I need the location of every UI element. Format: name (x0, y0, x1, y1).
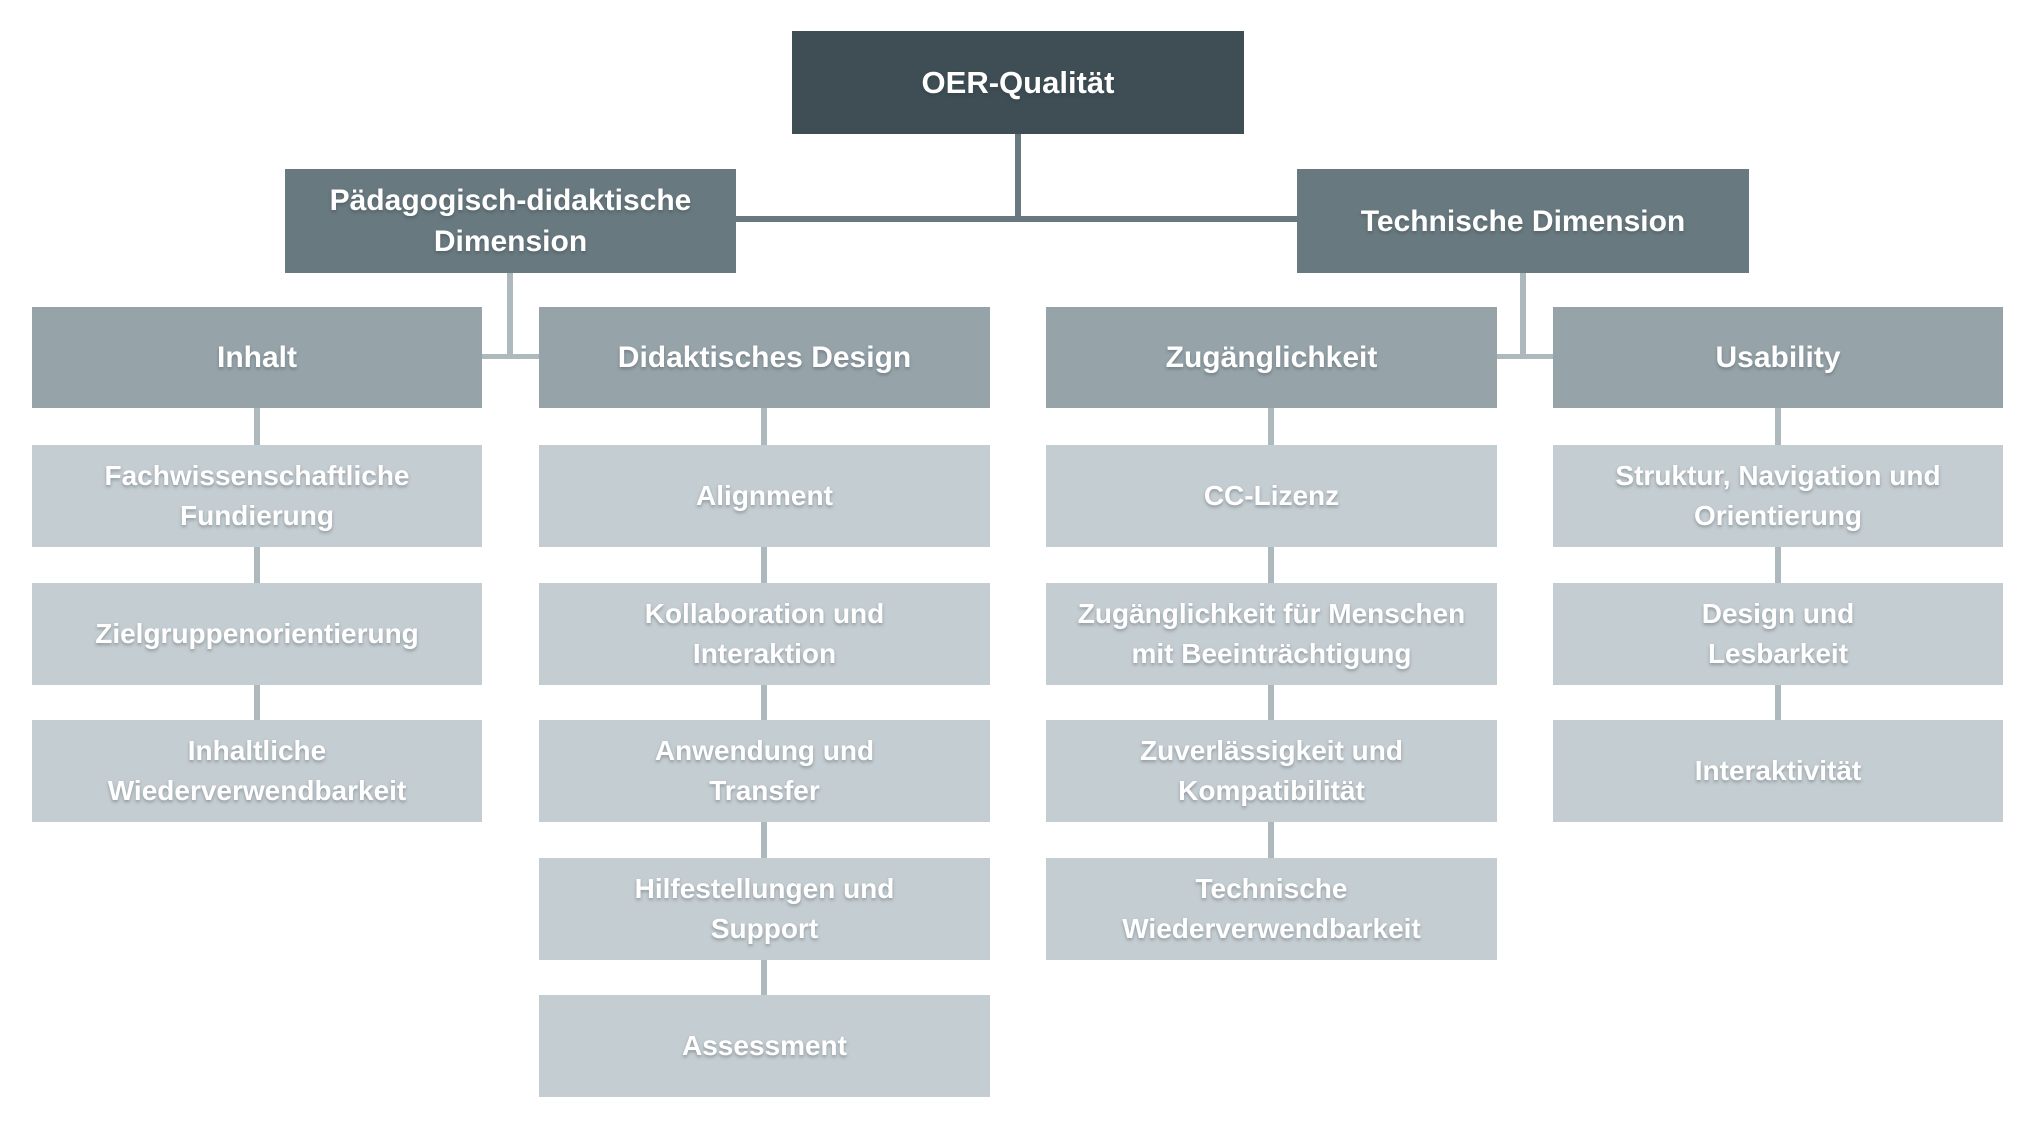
connector (254, 547, 260, 583)
node-design-und-lesbarkeit: Design und Lesbarkeit (1553, 583, 2003, 685)
node-anwendung-und-transfer: Anwendung und Transfer (539, 720, 990, 822)
node-struktur-navigation-und-orientierung: Struktur, Navigation und Orientierung (1553, 445, 2003, 547)
connector (1268, 822, 1274, 858)
node-label: CC-Lizenz (1203, 480, 1340, 511)
connector-dim2-stub (1497, 354, 1553, 359)
node-label: OER-Qualität (921, 64, 1115, 100)
connector-root-vertical (1015, 134, 1021, 219)
node-assessment: Assessment (539, 995, 990, 1097)
node-interaktivitaet: Interaktivität (1553, 720, 2003, 822)
node-label: Inhalt (217, 341, 297, 374)
node-label: Fachwissenschaftliche Fundierung (104, 460, 410, 531)
node-label: Pädagogisch-didaktische Dimension (329, 184, 692, 258)
connector (761, 408, 767, 445)
node-label: Didaktisches Design (617, 341, 912, 374)
connector (761, 685, 767, 720)
connector-dim2-vertical (1520, 273, 1526, 358)
node-usability: Usability (1553, 307, 2003, 408)
node-label: Struktur, Navigation und Orientierung (1615, 460, 1941, 531)
connector (254, 685, 260, 720)
node-label: Inhaltliche Wiederverwendbarkeit (107, 735, 407, 806)
node-label: Anwendung und Transfer (654, 735, 875, 806)
node-zugaenglichkeit: Zugänglichkeit (1046, 307, 1497, 408)
connector (761, 960, 767, 995)
node-fachwissenschaftliche-fundierung: Fachwissenschaftliche Fundierung (32, 445, 482, 547)
connector (761, 547, 767, 583)
node-label: Zuverlässigkeit und Kompatibilität (1140, 735, 1403, 806)
node-hilfestellungen-und-support: Hilfestellungen und Support (539, 858, 990, 960)
node-technische-wiederverwendbarkeit: Technische Wiederverwendbarkeit (1046, 858, 1497, 960)
node-label: Technische Dimension (1360, 204, 1686, 238)
node-zielgruppenorientierung: Zielgruppenorientierung (32, 583, 482, 685)
node-label: Usability (1715, 341, 1841, 374)
node-technische-dimension: Technische Dimension (1297, 169, 1749, 273)
connector (1775, 685, 1781, 720)
node-inhalt: Inhalt (32, 307, 482, 408)
node-zuverlaessigkeit-und-kompatibilitaet: Zuverlässigkeit und Kompatibilität (1046, 720, 1497, 822)
connector-dim1-stub (482, 354, 539, 359)
node-cc-lizenz: CC-Lizenz (1046, 445, 1497, 547)
node-label: Kollaboration und Interaktion (644, 598, 885, 669)
connector-dim1-vertical (507, 273, 513, 358)
connector (1775, 547, 1781, 583)
node-label: Design und Lesbarkeit (1701, 598, 1855, 669)
node-paedagogisch-didaktische-dimension: Pädagogisch-didaktische Dimension (285, 169, 736, 273)
connector (1268, 685, 1274, 720)
node-kollaboration-und-interaktion: Kollaboration und Interaktion (539, 583, 990, 685)
node-label: Zugänglichkeit (1165, 341, 1378, 374)
node-alignment: Alignment (539, 445, 990, 547)
node-label: Zugänglichkeit für Menschen mit Beeinträ… (1077, 598, 1466, 669)
connector-dimensions-horizontal (736, 216, 1297, 222)
connector (761, 822, 767, 858)
connector (1268, 408, 1274, 445)
node-inhaltliche-wiederverwendbarkeit: Inhaltliche Wiederverwendbarkeit (32, 720, 482, 822)
node-label: Hilfestellungen und Support (634, 873, 895, 944)
node-label: Interaktivität (1694, 755, 1862, 786)
connector (1268, 547, 1274, 583)
connector (1775, 408, 1781, 445)
node-label: Assessment (682, 1030, 847, 1061)
node-label: Zielgruppenorientierung (95, 618, 419, 649)
node-label: Alignment (696, 480, 833, 511)
node-zugaenglichkeit-fuer-menschen-mit-beeintraechtigung: Zugänglichkeit für Menschen mit Beeinträ… (1046, 583, 1497, 685)
node-label: Technische Wiederverwendbarkeit (1122, 873, 1421, 944)
connector (254, 408, 260, 445)
node-oer-qualitaet: OER-Qualität (792, 31, 1244, 134)
node-didaktisches-design: Didaktisches Design (539, 307, 990, 408)
